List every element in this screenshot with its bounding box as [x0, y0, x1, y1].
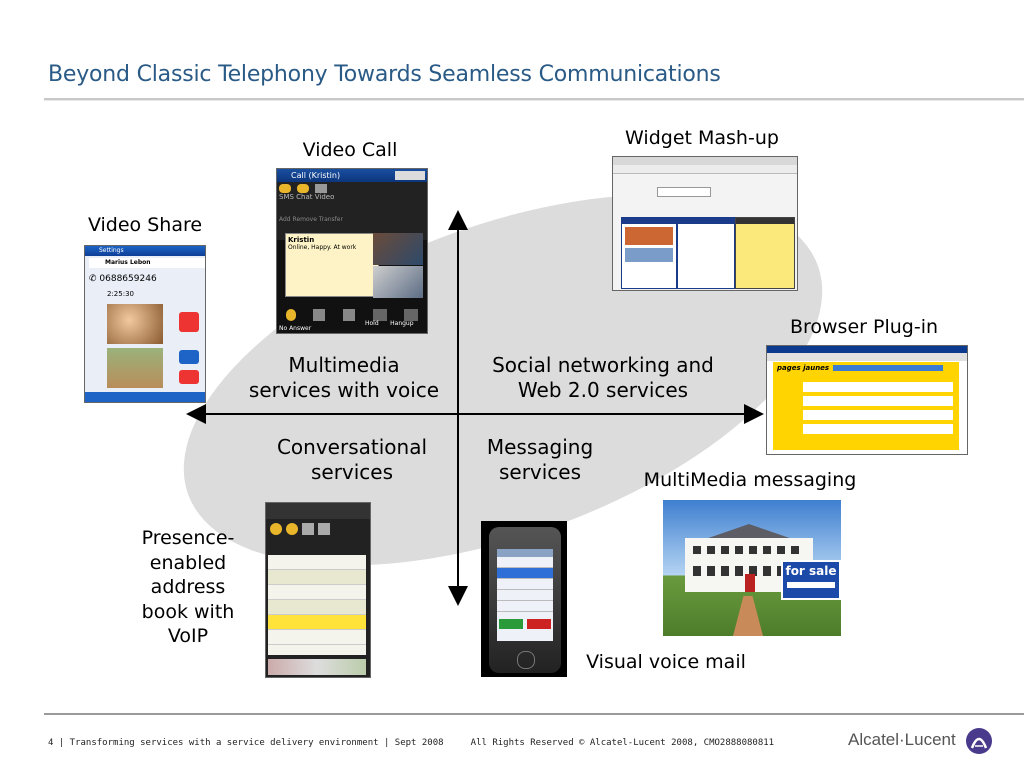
- label-video-share: Video Share: [87, 214, 203, 236]
- footer-left: 4 | Transforming services with a service…: [48, 738, 444, 748]
- alcatel-lucent-logo-text: Alcatel·Lucent: [848, 730, 956, 749]
- label-widget-mashup: Widget Mash-up: [625, 127, 779, 149]
- footer-divider: [44, 713, 1024, 715]
- title-divider-shadow: [44, 100, 1024, 101]
- video-share-screenshot: Settings Marius Lebon ✆ 0688659246 2:25:…: [84, 245, 206, 403]
- browser-plugin-screenshot: pages jaunes: [766, 345, 968, 455]
- label-visual-voicemail: Visual voice mail: [586, 651, 746, 673]
- label-presence-address-book: Presence- enabled address book with VoIP: [141, 527, 235, 647]
- widget-mashup-screenshot: [612, 156, 798, 291]
- for-sale-sign: for sale: [785, 564, 837, 578]
- label-browser-plugin: Browser Plug-in: [789, 316, 939, 338]
- label-multimedia-messaging: MultiMedia messaging: [643, 469, 857, 491]
- iphone-screenshot: [481, 521, 567, 677]
- video-call-screenshot: Call (Kristin) SMS Chat Video Add Remove…: [276, 168, 428, 334]
- label-video-call: Video Call: [302, 139, 398, 161]
- footer-text: 4 | Transforming services with a service…: [48, 738, 774, 748]
- title-divider: [44, 98, 1024, 100]
- house-for-sale-photo: for sale: [663, 500, 841, 636]
- footer-right: All Rights Reserved © Alcatel-Lucent 200…: [470, 738, 775, 748]
- alcatel-lucent-logo-icon: [966, 728, 992, 754]
- address-book-screenshot: [265, 502, 371, 678]
- slide-title: Beyond Classic Telephony Towards Seamles…: [48, 62, 721, 87]
